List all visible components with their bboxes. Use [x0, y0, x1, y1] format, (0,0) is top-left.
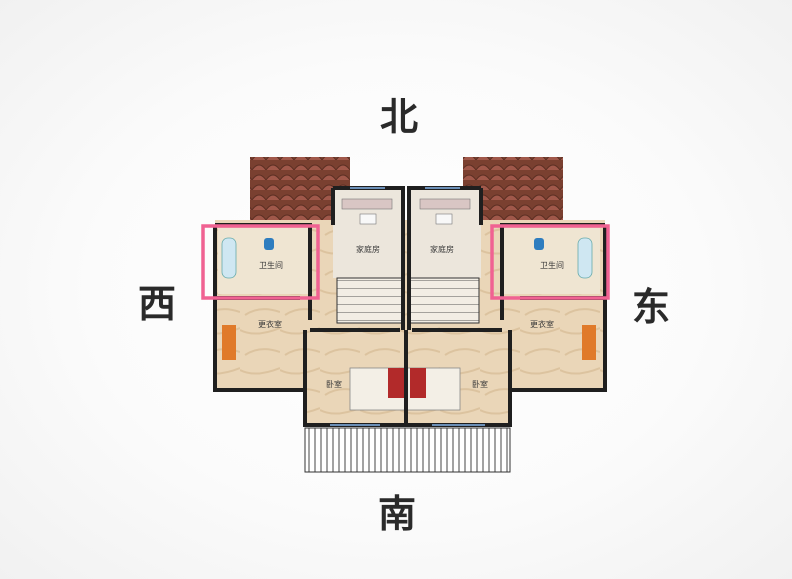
compass-north: 北	[380, 95, 419, 139]
coffee-table-right	[435, 213, 453, 225]
room-label-bathroom-right: 卫生间	[540, 260, 564, 270]
compass-east: 东	[632, 285, 671, 329]
compass-west: 西	[138, 282, 177, 326]
headboard-left	[388, 368, 404, 398]
room-label-closet-right: 更衣室	[530, 319, 554, 329]
balcony-railing	[304, 427, 511, 473]
bathtub-right	[577, 237, 593, 279]
windows	[330, 187, 485, 426]
room-label-family-left: 家庭房	[356, 244, 380, 254]
sofa-left	[341, 198, 393, 210]
bathtub-left	[221, 237, 237, 279]
room-label-bedroom-left: 卧室	[326, 379, 342, 389]
stairs-right	[408, 277, 480, 324]
cabinet-right	[582, 325, 596, 360]
highlight-bathroom-left	[201, 224, 320, 300]
headboard-right	[410, 368, 426, 398]
toilet-right	[534, 238, 544, 250]
stairs-left	[336, 277, 404, 324]
room-label-closet-left: 更衣室	[258, 319, 282, 329]
coffee-table-left	[359, 213, 377, 225]
room-label-bedroom-right: 卧室	[472, 379, 488, 389]
toilet-left	[264, 238, 274, 250]
highlight-bathroom-right	[490, 224, 610, 300]
sofa-right	[419, 198, 471, 210]
room-label-family-right: 家庭房	[430, 244, 454, 254]
compass-south: 南	[378, 492, 417, 536]
room-label-bathroom-left: 卫生间	[259, 260, 283, 270]
cabinet-left	[222, 325, 236, 360]
